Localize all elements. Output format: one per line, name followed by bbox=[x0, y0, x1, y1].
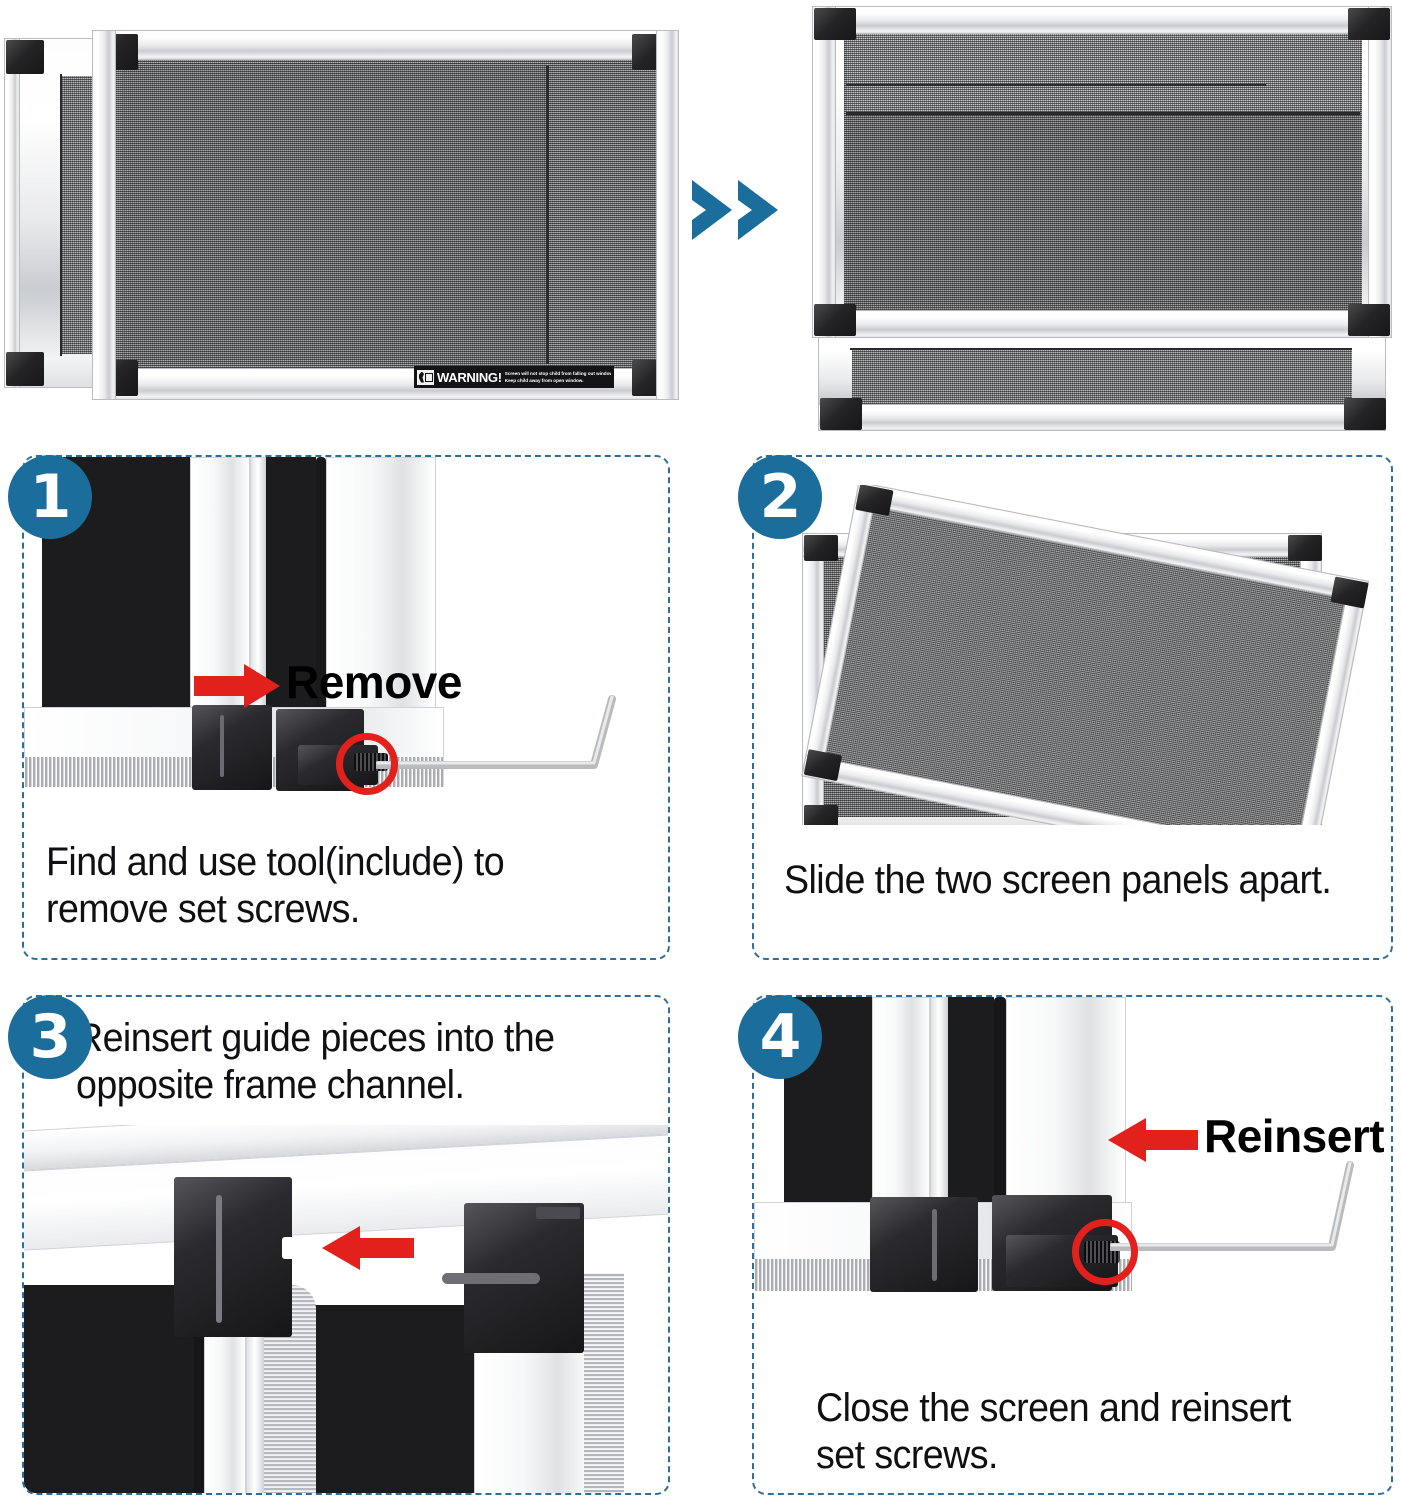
step-1-caption: Find and use tool(include) to remove set… bbox=[46, 840, 505, 932]
step-panel-1: Remove Find and use tool(include) to rem… bbox=[22, 455, 670, 960]
step-4-caption: Close the screen and reinsert set screws… bbox=[816, 1386, 1291, 1478]
guide-piece-left bbox=[174, 1177, 292, 1337]
child-falling-warning-icon bbox=[417, 369, 434, 385]
step-badge-1: 1 bbox=[8, 455, 92, 539]
warning-text-lines: Screen will not stop child from falling … bbox=[505, 371, 611, 383]
step-badge-4: 4 bbox=[738, 995, 822, 1079]
warning-line-2: Keep child away from open window. bbox=[504, 377, 584, 383]
step-3-photo bbox=[24, 1125, 668, 1493]
red-circle-highlight bbox=[336, 733, 398, 795]
step-badge-3: 3 bbox=[8, 995, 92, 1079]
double-chevron-right-icon bbox=[690, 170, 800, 250]
step-panel-2: Slide the two screen panels apart. bbox=[752, 455, 1393, 960]
step-1-callout-label: Remove bbox=[286, 656, 462, 708]
hero-section: WARNING! Screen will not stop child from… bbox=[0, 0, 1402, 440]
step-4-callout-label: Reinsert bbox=[1204, 1110, 1385, 1162]
red-right-arrow bbox=[194, 662, 280, 710]
red-left-arrow bbox=[1106, 1117, 1198, 1163]
step-3-caption: Reinsert guide pieces into the opposite … bbox=[76, 1016, 555, 1108]
step-2-caption: Slide the two screen panels apart. bbox=[784, 858, 1332, 902]
screen-before-image: WARNING! Screen will not stop child from… bbox=[4, 30, 679, 400]
hex-key-tool bbox=[374, 685, 666, 785]
warning-word: WARNING! bbox=[437, 369, 502, 385]
step-panel-3: Reinsert guide pieces into the opposite … bbox=[22, 995, 670, 1495]
step-1-photo: Remove bbox=[24, 457, 668, 817]
screen-after-image bbox=[812, 6, 1392, 431]
step-badge-2: 2 bbox=[738, 455, 822, 539]
hex-key-tool bbox=[1108, 1147, 1391, 1267]
warning-line-1: Screen will not stop child from falling … bbox=[504, 371, 611, 377]
step-panel-4: Reinsert Close the screen and reinsert s… bbox=[752, 995, 1393, 1495]
red-circle-highlight bbox=[1072, 1219, 1138, 1285]
step-2-photo bbox=[774, 485, 1374, 825]
red-left-arrow bbox=[320, 1225, 414, 1271]
warning-sticker: WARNING! Screen will not stop child from… bbox=[414, 366, 614, 388]
step-4-photo: Reinsert bbox=[754, 997, 1391, 1352]
